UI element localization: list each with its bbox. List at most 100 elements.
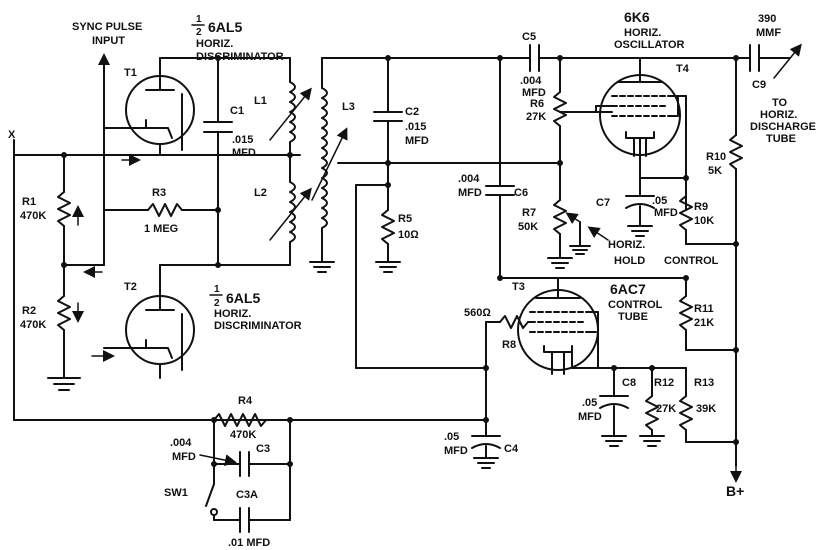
c2-value: .015 [405, 121, 426, 133]
sync-pulse-label: SYNC PULSE [72, 21, 142, 33]
c3-value: .004 [170, 437, 192, 449]
c1-value: .015 [232, 134, 253, 146]
r10-value: 5K [708, 165, 722, 177]
c1-unit: MFD [232, 147, 256, 159]
discriminator-b-label: DISCRIMINATOR [214, 320, 302, 332]
r5-label: R5 [398, 213, 412, 225]
r7-value: 50K [518, 221, 538, 233]
c4-value: .05 [444, 431, 459, 443]
c1-label: C1 [230, 105, 244, 117]
horiz-osc-label: HORIZ. [624, 27, 661, 39]
r9-label: R9 [694, 201, 708, 213]
t3-label: T3 [512, 281, 525, 293]
hold-horiz-label: HORIZ. [608, 239, 645, 251]
c5-value: .004 [520, 75, 542, 87]
horiz-a-label: HORIZ. [196, 38, 233, 50]
input-network [13, 53, 487, 421]
c8-label: C8 [622, 377, 636, 389]
r8-value: 560Ω [464, 307, 491, 319]
l2-label: L2 [254, 187, 267, 199]
to-horiz-label: HORIZ. [760, 109, 797, 121]
l3-coil [309, 57, 561, 273]
discharge-label: DISCHARGE [750, 121, 816, 133]
tube-label: TUBE [766, 133, 796, 145]
fraction-numerator-a: 1 [196, 14, 202, 25]
c9-unit: MMF [756, 27, 781, 39]
c3-label: C3 [256, 443, 270, 455]
c7-unit: MFD [654, 207, 678, 219]
oscillator-grid-network [485, 44, 641, 281]
oscillator-label: OSCILLATOR [614, 39, 685, 51]
c8-value: .05 [582, 397, 597, 409]
r9-value: 10K [694, 215, 714, 227]
c3-unit: MFD [172, 451, 196, 463]
cathode-network [599, 367, 737, 447]
r2-value: 470K [20, 319, 46, 331]
r3-label: R3 [152, 187, 166, 199]
r1-value: 470K [20, 210, 46, 222]
r11-value: 21K [694, 317, 714, 329]
r6-value: 27K [526, 111, 546, 123]
fraction-denominator-b: 2 [214, 298, 220, 309]
c3a-value: .01 MFD [228, 537, 270, 549]
r4-value: 470K [230, 429, 256, 441]
c5-unit: MFD [522, 87, 546, 99]
tube-6k6-label: 6K6 [624, 9, 650, 25]
c2-label: C2 [405, 106, 419, 118]
t2-label: T2 [124, 281, 137, 293]
c8-unit: MFD [578, 411, 602, 423]
c7-label: C7 [596, 197, 610, 209]
r7-label: R7 [522, 207, 536, 219]
r11-label: R11 [694, 303, 714, 315]
r2-label: R2 [22, 305, 36, 317]
r11 [679, 275, 737, 351]
r13-label: R13 [694, 377, 714, 389]
c6-label: C6 [514, 187, 528, 199]
c4-label: C4 [504, 443, 519, 455]
r12-value: 27K [656, 403, 676, 415]
fraction-denominator-a: 2 [196, 27, 202, 38]
tube-6al5-a-label: 6AL5 [208, 19, 242, 35]
c6-value: .004 [458, 173, 480, 185]
r10-label: R10 [706, 151, 726, 163]
control-tube-label: CONTROL [608, 299, 663, 311]
fraction-numerator-b: 1 [214, 284, 220, 295]
r6-label: R6 [530, 98, 544, 110]
to-label: TO [772, 97, 788, 109]
c7-value: .05 [652, 195, 667, 207]
r12-label: R12 [654, 377, 674, 389]
bplus-label: B+ [726, 483, 744, 499]
t4-label: T4 [676, 63, 690, 75]
r13-value: 39K [696, 403, 716, 415]
t2-diode [103, 264, 291, 379]
x-terminal-label: X [8, 129, 16, 141]
t4-6k6-tube [595, 57, 689, 211]
tube-6al5-b-label: 6AL5 [226, 290, 260, 306]
t3-6ac7-tube [483, 277, 687, 423]
t1-diode [103, 57, 291, 156]
t1-label: T1 [124, 67, 137, 79]
tube-t3-label: TUBE [618, 311, 648, 323]
hold-label: HOLD [614, 255, 645, 267]
c5-label: C5 [522, 31, 536, 43]
c9-label: C9 [752, 79, 766, 91]
c2-r5 [355, 55, 487, 369]
c4-unit: MFD [444, 445, 468, 457]
r5-value: 10Ω [398, 229, 419, 241]
bottom-network [199, 417, 501, 533]
l3-label: L3 [342, 101, 355, 113]
discriminator-a-label: DISCRIMINATOR [196, 51, 284, 63]
discriminator-network [103, 55, 312, 268]
c6-unit: MFD [458, 187, 482, 199]
r4-label: R4 [238, 395, 253, 407]
text-labels: SYNC PULSE INPUT X 1 2 6AL5 HORIZ. DISCR… [8, 9, 816, 549]
c3a-label: C3A [236, 489, 258, 501]
c7-r9 [625, 177, 737, 245]
sw1-label: SW1 [164, 487, 188, 499]
c2-unit: MFD [405, 135, 429, 147]
r8-label: R8 [502, 339, 516, 351]
horiz-b-label: HORIZ. [214, 308, 251, 320]
control-label: CONTROL [664, 255, 719, 267]
c9-value: 390 [758, 13, 776, 25]
